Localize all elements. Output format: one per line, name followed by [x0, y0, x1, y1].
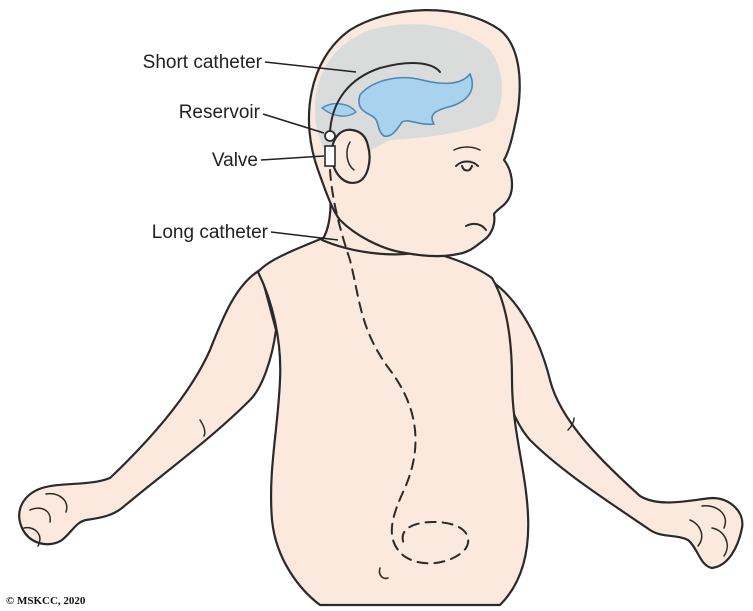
- label-reservoir: Reservoir: [179, 102, 261, 123]
- valve-marker: [325, 146, 335, 166]
- left-arm: [19, 270, 276, 544]
- torso: [258, 235, 528, 605]
- label-valve: Valve: [212, 150, 258, 171]
- reservoir-marker: [325, 131, 335, 141]
- child-body: [19, 190, 742, 605]
- ear: [332, 130, 370, 183]
- label-short-catheter: Short catheter: [143, 52, 263, 73]
- copyright: © MSKCC, 2020: [6, 595, 86, 607]
- label-long-catheter: Long catheter: [152, 222, 269, 243]
